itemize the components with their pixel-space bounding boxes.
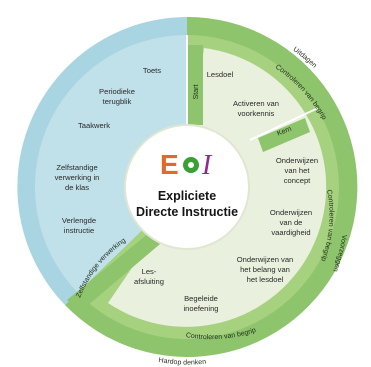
start-voorkennis: voorkennis xyxy=(238,109,275,118)
start-band xyxy=(186,45,203,125)
kern-belang-2: het belang van xyxy=(240,265,290,274)
ring-label-hardop-denken: Hardop denken xyxy=(158,357,207,367)
divider-start-kern xyxy=(249,107,319,141)
center-title-line2: Directe Instructie xyxy=(136,205,238,219)
kern-concept-2: van het xyxy=(285,166,311,175)
kern-vaardigheid-3: vaardigheid xyxy=(271,228,310,237)
step-instructie: instructie xyxy=(64,226,94,235)
step-verwerking: verwerking in xyxy=(55,173,100,182)
kern-concept-3: concept xyxy=(284,176,311,185)
start-lesdoel: Lesdoel xyxy=(207,70,234,79)
blue-inner-segment xyxy=(34,34,187,293)
kern-vaardigheid-1: Onderwijzen xyxy=(270,208,312,217)
kern-band xyxy=(258,118,310,152)
logo-letter-e: E xyxy=(160,149,179,180)
step-taakwerk: Taakwerk xyxy=(78,121,110,130)
kern-belang-1: Onderwijzen van xyxy=(237,255,294,264)
step-terugblik: terugblik xyxy=(103,97,132,106)
kern-vaardigheid-2: van de xyxy=(280,218,303,227)
kern-concept-1: Onderwijzen xyxy=(276,156,318,165)
les-afsluiting-1: Les- xyxy=(142,267,157,276)
les-afsluiting-2: afsluiting xyxy=(134,277,164,286)
kern-belang-3: het lesdoel xyxy=(247,275,284,284)
center-title-line1: Expliciete xyxy=(158,189,216,203)
step-verlengde: Verlengde xyxy=(62,216,96,225)
start-activeren: Activeren van xyxy=(233,99,279,108)
step-de-klas: de klas xyxy=(65,183,89,192)
center-disc-border xyxy=(124,124,250,250)
logo-letter-i: I xyxy=(201,150,213,181)
step-toets: Toets xyxy=(143,66,161,75)
edi-logo: E I xyxy=(160,149,213,181)
step-zelfstandige: Zelfstandige xyxy=(56,163,97,172)
start-label: Start xyxy=(193,85,200,100)
step-periodieke: Periodieke xyxy=(99,87,135,96)
begeleide-inoefening-1: Begeleide xyxy=(184,294,218,303)
begeleide-inoefening-2: inoefening xyxy=(183,304,218,313)
zelfstandige-verwerking-band xyxy=(67,232,160,312)
